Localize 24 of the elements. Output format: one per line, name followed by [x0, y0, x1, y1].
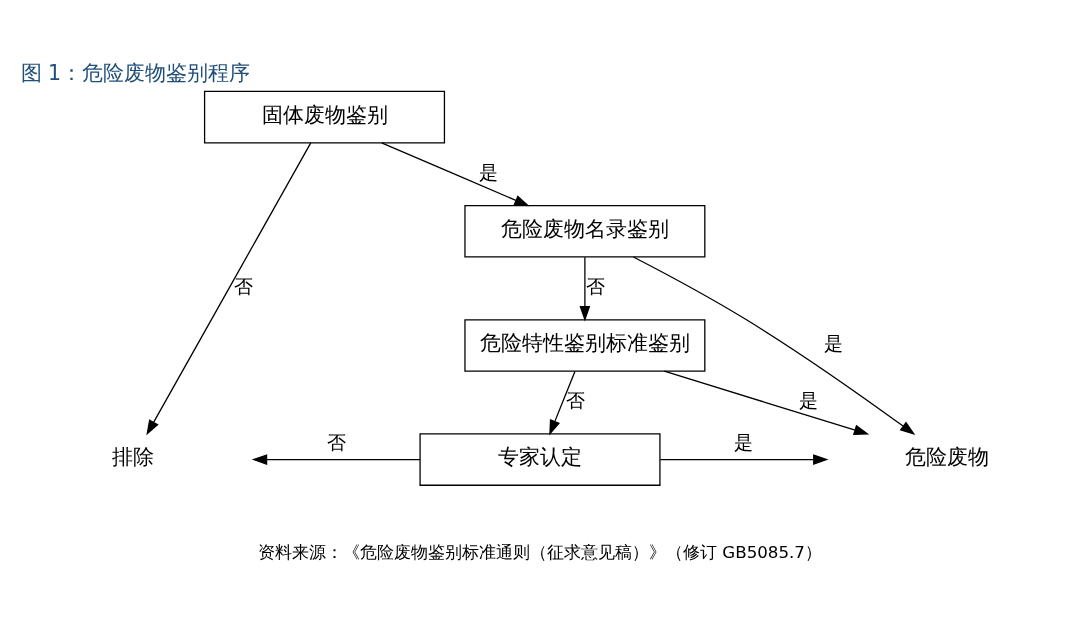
arrow — [579, 256, 591, 322]
arrow — [381, 142, 530, 207]
node-text: 排除 — [112, 445, 155, 470]
edge-label: 否 — [234, 274, 254, 298]
node-box: 专家认定 — [419, 433, 661, 486]
edge-label: 否 — [327, 431, 347, 455]
node-box: 危险废物名录鉴别 — [464, 205, 706, 258]
caption: 资料来源：《危险废物鉴别标准通则（征求意见稿）》（修订 GB5085.7） — [258, 542, 822, 562]
edge-label: 否 — [566, 389, 586, 412]
node-box: 固体废物鉴别 — [203, 90, 446, 144]
edge-label: 是 — [733, 431, 753, 455]
node-box: 危险特性鉴别标准鉴别 — [464, 319, 706, 372]
node-text: 危险废物 — [904, 445, 989, 470]
arrow — [663, 370, 870, 436]
arrow — [549, 370, 576, 436]
edge-label: 否 — [585, 274, 605, 298]
diagram-title: 图 1：危险废物鉴别程序 — [20, 60, 251, 85]
edge-label: 是 — [798, 389, 818, 412]
arrow — [632, 256, 916, 435]
arrow — [251, 454, 421, 465]
arrow — [146, 142, 312, 436]
arrow — [659, 454, 829, 465]
edge-label: 是 — [479, 160, 499, 184]
edge-label: 是 — [824, 331, 844, 355]
